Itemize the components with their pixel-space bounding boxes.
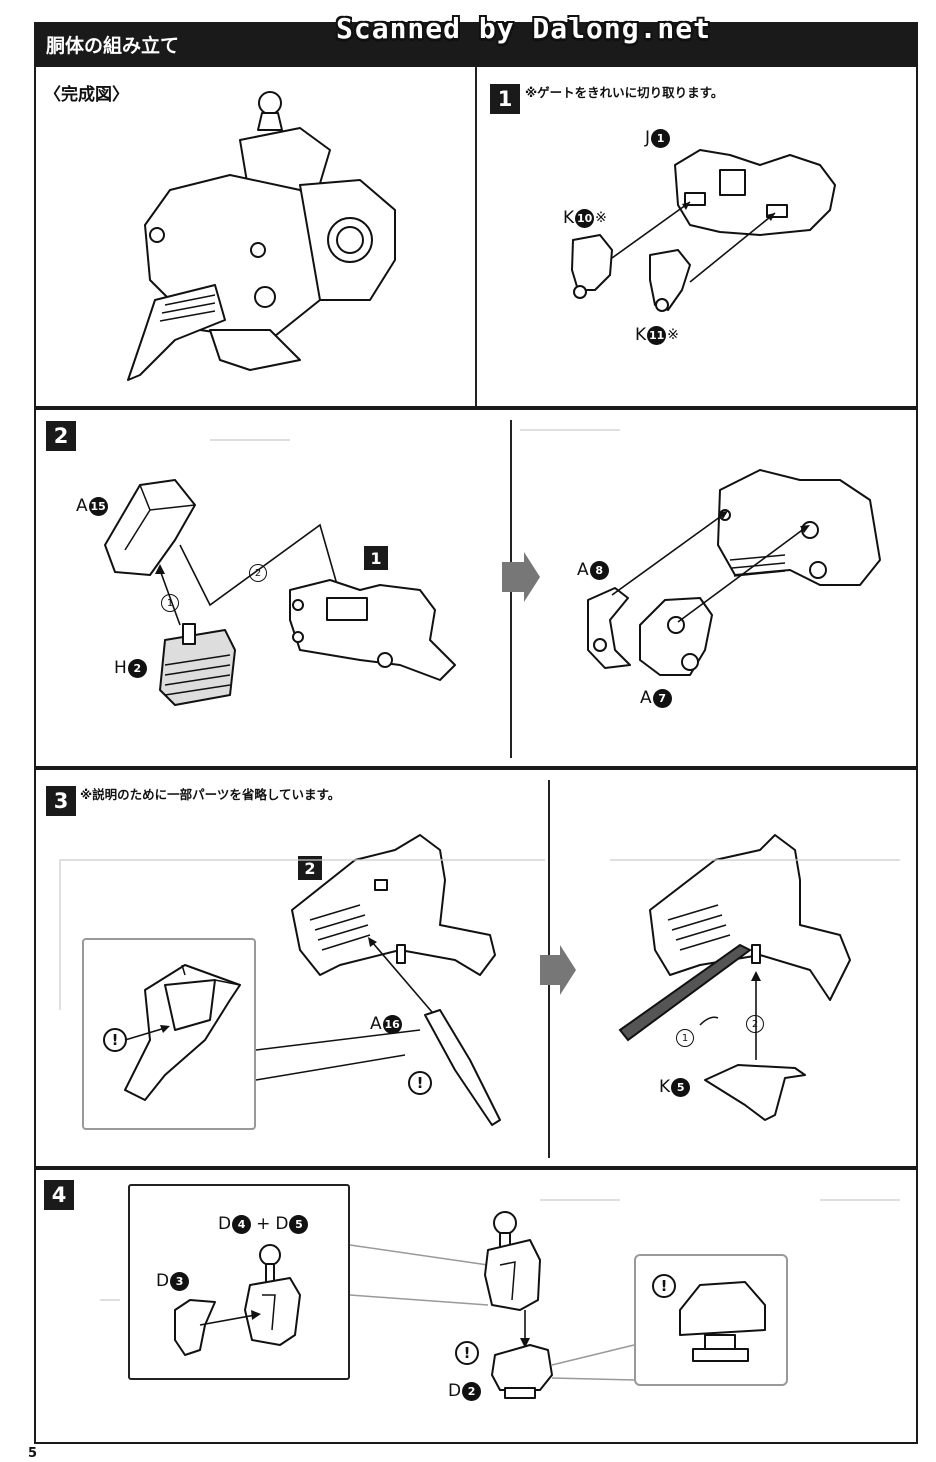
page-number: 5 [28, 1446, 38, 1461]
part-label-h2: H 2 [114, 658, 147, 678]
section-header-bar [34, 22, 918, 65]
part-number-badge: 7 [652, 688, 672, 708]
part-letter: D [275, 1214, 289, 1234]
part-label-j1: J 1 [645, 128, 671, 148]
warning-icon: ! [652, 1274, 676, 1298]
step-3-badge: 3 [46, 786, 76, 816]
step-1-note: ※ゲートをきれいに切り取ります。 [525, 85, 724, 100]
step-1-badge: 1 [490, 84, 520, 114]
part-letter: A [640, 688, 652, 708]
part-letter: K [659, 1077, 671, 1097]
part-number-badge: 16 [382, 1014, 402, 1034]
order-marker-2: 2 [249, 564, 267, 582]
part-number-badge: 10 [575, 208, 595, 228]
row1-divider [475, 66, 477, 407]
step-2-badge: 2 [46, 421, 76, 451]
part-letter: K [563, 208, 575, 228]
part-number-badge: 5 [671, 1077, 691, 1097]
ref-step-1-badge: 1 [364, 546, 388, 570]
part-letter: D [156, 1271, 170, 1291]
watermark: Scanned by Dalong.net [336, 12, 712, 45]
completed-label: 〈完成図〉 [44, 85, 129, 105]
part-label-d3: D 3 [156, 1271, 190, 1291]
row3-divider [548, 780, 550, 1158]
order-marker-1: 1 [676, 1029, 694, 1047]
step-4-badge: 4 [44, 1180, 74, 1210]
row-step2 [34, 408, 918, 768]
part-number-badge: 4 [232, 1214, 252, 1234]
order-marker-1: 1 [161, 594, 179, 612]
part-letter: D [448, 1381, 462, 1401]
warning-icon: ! [103, 1028, 127, 1052]
part-number-badge: 8 [589, 560, 609, 580]
part-number-badge: 2 [462, 1381, 482, 1401]
warning-icon: ! [455, 1341, 479, 1365]
part-label-a7: A 7 [640, 688, 672, 708]
section-title: 胴体の組み立て [46, 35, 180, 57]
plus-sign: + [256, 1214, 271, 1234]
step-3-note: ※説明のために一部パーツを省略しています。 [80, 787, 341, 802]
row2-divider [510, 420, 512, 758]
part-suffix: ※ [595, 210, 607, 226]
part-number-badge: 5 [289, 1214, 309, 1234]
part-label-a16: A 16 [370, 1014, 402, 1034]
part-number-badge: 2 [127, 658, 147, 678]
part-letter: H [114, 658, 127, 678]
ref-step-2-badge: 2 [298, 856, 322, 880]
part-label-a15: A 15 [76, 496, 108, 516]
part-label-k5: K 5 [659, 1077, 691, 1097]
combo-label-d4-d5: D 4 + D 5 [218, 1214, 309, 1234]
part-number-badge: 11 [647, 325, 667, 345]
part-letter: A [76, 496, 88, 516]
part-letter: D [218, 1214, 232, 1234]
part-letter: A [577, 560, 589, 580]
detail-inset-box-warning [634, 1254, 788, 1386]
part-number-badge: 15 [88, 496, 108, 516]
order-marker-2: 2 [746, 1015, 764, 1033]
part-number-badge: 1 [651, 128, 671, 148]
part-label-d2: D 2 [448, 1381, 482, 1401]
part-letter: K [635, 325, 647, 345]
part-letter: J [645, 128, 651, 148]
part-suffix: ※ [667, 327, 679, 343]
part-number-badge: 3 [170, 1271, 190, 1291]
part-label-k11: K 11 ※ [635, 325, 679, 345]
warning-icon: ! [408, 1071, 432, 1095]
part-label-k10: K 10 ※ [563, 208, 607, 228]
part-letter: A [370, 1014, 382, 1034]
part-label-a8: A 8 [577, 560, 609, 580]
